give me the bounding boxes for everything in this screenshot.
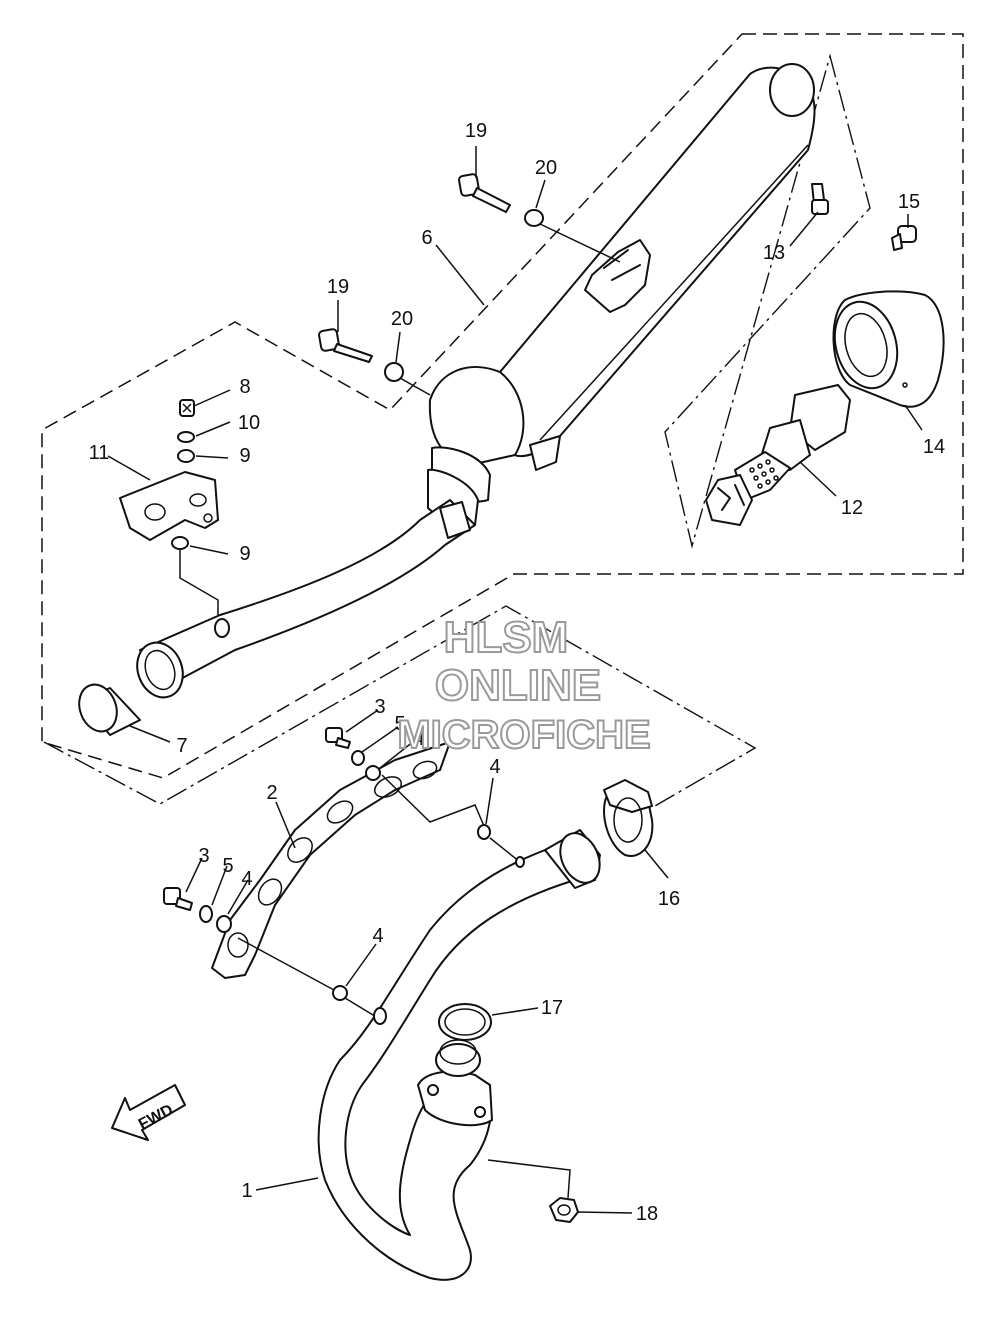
end-cap-14 xyxy=(832,290,945,408)
callout-4-pipe-lower: 4 xyxy=(372,925,383,947)
washer-5-upper xyxy=(351,750,365,766)
washer-4-lower xyxy=(216,915,232,933)
callout-9-lower: 9 xyxy=(239,543,250,565)
washer-4-pipe-lower xyxy=(332,985,348,1001)
tailpipe-group-outline xyxy=(664,53,871,549)
callout-5-lower: 5 xyxy=(222,855,233,877)
callout-leaders xyxy=(107,146,923,1214)
grommet-9b xyxy=(171,536,189,550)
link-pipe xyxy=(136,499,476,699)
callout-labels: 19 20 6 13 15 19 20 8 10 11 9 9 14 12 7 … xyxy=(89,120,946,1225)
watermark-line-1: HLSM xyxy=(444,613,569,662)
washer-10 xyxy=(177,431,195,443)
callout-20-lower: 20 xyxy=(391,308,413,330)
callout-12: 12 xyxy=(841,497,863,519)
callout-4-lower: 4 xyxy=(241,868,252,890)
fwd-arrow-icon: FWD xyxy=(111,1084,186,1141)
screw-15 xyxy=(891,225,917,251)
callout-10: 10 xyxy=(238,412,260,434)
bolt-19-lower xyxy=(318,328,373,363)
muffler-bracket-11 xyxy=(119,471,219,541)
washer-4-pipe-upper xyxy=(477,824,491,840)
washer-20-lower xyxy=(384,362,404,382)
callout-7: 7 xyxy=(176,735,187,757)
washer-4-upper xyxy=(365,765,381,781)
callout-16: 16 xyxy=(658,888,680,910)
muffler xyxy=(427,63,816,527)
callout-1: 1 xyxy=(241,1180,252,1202)
grommet-9a xyxy=(177,449,195,463)
bolt-19-upper xyxy=(458,173,511,213)
callout-3-upper: 3 xyxy=(374,696,385,718)
callout-3-lower: 3 xyxy=(198,845,209,867)
callout-14: 14 xyxy=(923,436,945,458)
gasket-17 xyxy=(438,1003,492,1041)
exhaust-pipe xyxy=(317,829,601,1281)
bolt-8 xyxy=(179,399,195,417)
muffler-group-outline xyxy=(41,33,964,779)
watermark: HLSM ONLINE MICROFICHE xyxy=(396,612,651,758)
callout-15: 15 xyxy=(898,191,920,213)
watermark-line-3: MICROFICHE xyxy=(397,713,650,757)
watermark-line-2: ONLINE xyxy=(435,661,601,710)
callout-9-upper: 9 xyxy=(239,445,250,467)
callout-17: 17 xyxy=(541,997,563,1019)
bolt-3-lower xyxy=(163,887,193,911)
callout-5-upper: 5 xyxy=(394,713,405,735)
heat-shield-group-outline xyxy=(43,605,757,807)
callout-18: 18 xyxy=(636,1203,658,1225)
callout-4-upper: 4 xyxy=(413,728,424,750)
spark-arrester-12 xyxy=(705,384,851,526)
callout-11: 11 xyxy=(89,442,110,464)
callout-19-upper: 19 xyxy=(465,120,487,142)
callout-6: 6 xyxy=(421,227,432,249)
washer-5-lower xyxy=(199,905,213,923)
callout-8: 8 xyxy=(239,376,250,398)
callout-2: 2 xyxy=(266,782,277,804)
screw-13 xyxy=(811,183,829,215)
heat-shield-2 xyxy=(211,741,451,979)
callout-20-upper: 20 xyxy=(535,157,557,179)
washer-20-upper xyxy=(524,209,544,227)
clamp-16 xyxy=(603,779,654,857)
bolt-3-upper xyxy=(325,727,351,749)
gasket-7 xyxy=(78,683,141,736)
callout-19-lower: 19 xyxy=(327,276,349,298)
callout-13: 13 xyxy=(763,242,785,264)
nut-18 xyxy=(549,1197,579,1223)
callout-4-pipe-upper: 4 xyxy=(489,756,500,778)
